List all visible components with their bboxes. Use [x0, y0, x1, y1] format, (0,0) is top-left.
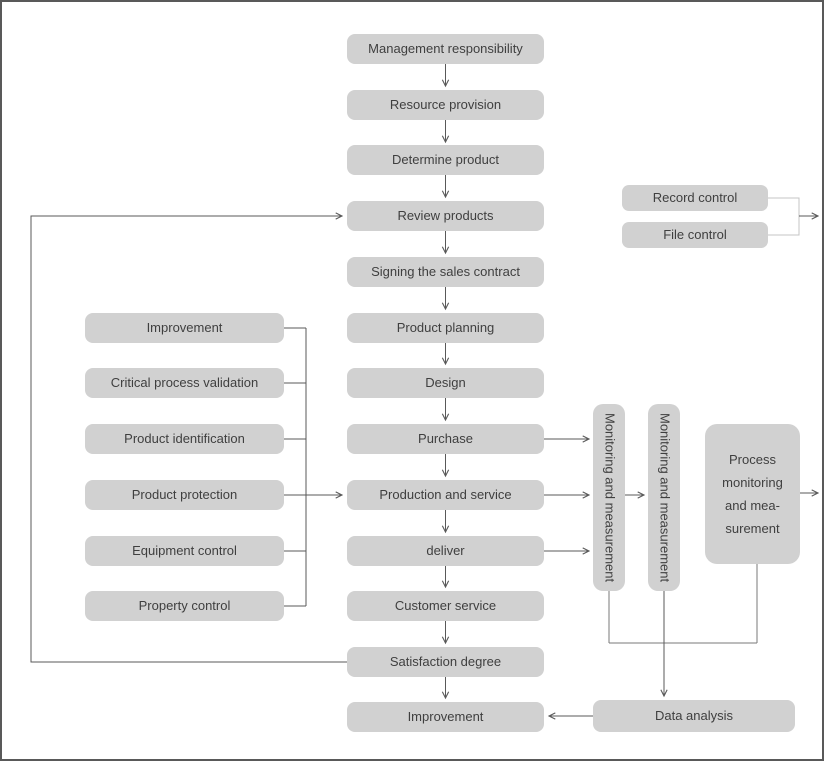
node-product-identification: Product identification [85, 424, 284, 454]
node-product-planning: Product planning [347, 313, 544, 343]
process-line-4: surement [725, 521, 780, 536]
node-improvement-left: Improvement [85, 313, 284, 343]
node-determine-product: Determine product [347, 145, 544, 175]
process-line-3: and mea- [725, 498, 780, 513]
node-product-protection: Product protection [85, 480, 284, 510]
node-file-control: File control [622, 222, 768, 248]
node-monitoring-measurement-1: Monitoring and measurement [593, 404, 625, 591]
record-file-bracket [768, 197, 800, 236]
node-record-control: Record control [622, 185, 768, 211]
monitoring-in-arrows [544, 435, 646, 555]
node-design: Design [347, 368, 544, 398]
node-purchase: Purchase [347, 424, 544, 454]
node-process-monitoring-measurement: Process monitoring and mea- surement [705, 424, 800, 564]
node-deliver: deliver [347, 536, 544, 566]
process-line-1: Process [729, 452, 776, 467]
node-equipment-control: Equipment control [85, 536, 284, 566]
node-signing-sales-contract: Signing the sales contract [347, 257, 544, 287]
node-improvement-bottom: Improvement [347, 702, 544, 732]
node-property-control: Property control [85, 591, 284, 621]
node-satisfaction-degree: Satisfaction degree [347, 647, 544, 677]
left-bracket [284, 327, 344, 607]
node-resource-provision: Resource provision [347, 90, 544, 120]
process-line-2: monitoring [722, 475, 783, 490]
node-customer-service: Customer service [347, 591, 544, 621]
node-production-and-service: Production and service [347, 480, 544, 510]
bottom-collector [608, 564, 758, 644]
node-critical-process-validation: Critical process validation [85, 368, 284, 398]
arrow-satisfaction-to-review-feedback [30, 212, 347, 663]
node-review-products: Review products [347, 201, 544, 231]
node-management-responsibility: Management responsibility [347, 34, 544, 64]
node-data-analysis: Data analysis [593, 700, 795, 732]
node-monitoring-measurement-2: Monitoring and measurement [648, 404, 680, 591]
